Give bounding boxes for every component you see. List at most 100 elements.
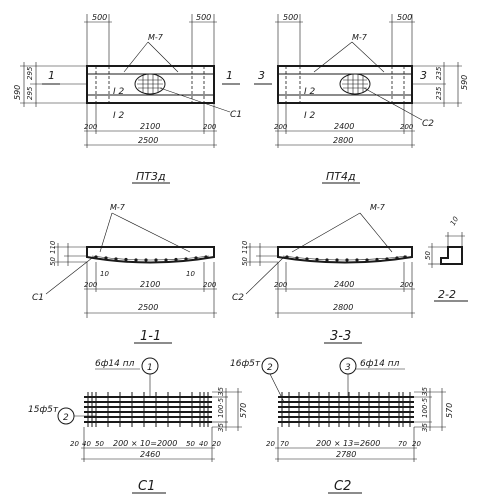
dim-seg-e: 40 (199, 440, 208, 448)
dim-bottom-part: 295 (26, 86, 34, 100)
plate-outline (277, 65, 413, 104)
cut-mark-bottom: I 2 (113, 111, 125, 121)
net-label: С2 (422, 119, 434, 129)
dim-left-top: 500 (283, 13, 298, 22)
view-title: ПТ4д (326, 170, 356, 183)
mesh-label: М-7 (148, 33, 164, 42)
bar-top-marker: 3 (345, 363, 351, 373)
mesh-label: М-7 (110, 203, 126, 212)
section-mark-left: 3 (258, 69, 265, 82)
dim-bottom-part: 235 (435, 86, 443, 100)
dim-right-c: 35 (421, 423, 429, 432)
dim-edge-left: 200 (274, 281, 288, 289)
section-3-3: М-7 110 50 С2 200 2400 200 2800 3-3 (232, 203, 415, 344)
dim-edge-left: 200 (274, 123, 288, 131)
dim-inner: 2100 (140, 280, 160, 289)
dim-right-a: 35 (421, 387, 429, 396)
net-label: С2 (232, 293, 244, 303)
view-title: 2-2 (438, 288, 456, 301)
dim-seg-a: 20 (70, 440, 79, 448)
bar-left-label: 15ф5т (28, 405, 59, 415)
dim-cover-right: 10 (186, 270, 195, 278)
net-label: С1 (230, 110, 242, 120)
bar-left-marker: 2 (63, 413, 69, 423)
cut-mark-top: I 2 (113, 87, 125, 97)
dim-right-b: 100·5 (217, 397, 225, 418)
net-c2: 16ф5т 2 3 6ф14 пл 35 100·5 35 570 20 70 … (230, 357, 454, 494)
dim-seg-c: 50 (95, 440, 104, 448)
dim-seg-d: 50 (186, 440, 195, 448)
dim-height: 590 (460, 75, 469, 90)
dim-edge-right: 200 (203, 281, 217, 289)
dim-seg-d: 20 (412, 440, 421, 448)
dim-total: 2800 (333, 303, 353, 312)
plate-outline (86, 65, 215, 104)
rebar-dots (94, 255, 208, 262)
dim-cover-left: 10 (100, 270, 109, 278)
dim-a: 50 (241, 257, 249, 266)
dim-right-a: 35 (217, 387, 225, 396)
longitudinal-bars (278, 396, 414, 423)
dim-total: 2500 (138, 303, 158, 312)
section-mark-left: 1 (48, 69, 55, 82)
section-mark-right: 3 (420, 69, 427, 82)
bar-top-label: 6ф14 пл (95, 359, 135, 369)
dim-edge-right: 200 (400, 281, 414, 289)
dim-edge-right: 200 (400, 123, 414, 131)
dim-inner: 2400 (334, 280, 354, 289)
mesh-cutout (339, 73, 371, 95)
mesh-hatch (137, 74, 163, 94)
dim-b: 110 (49, 240, 57, 254)
dim-right-c: 35 (217, 423, 225, 432)
dim-b: 110 (241, 240, 249, 254)
mesh-label: М-7 (370, 203, 386, 212)
net-label: С1 (32, 293, 44, 303)
dim-seg-a: 20 (266, 440, 275, 448)
net-c1: 6ф14 пл 1 15ф5т 2 35 100·5 35 570 20 40 … (28, 357, 248, 494)
rebar-dots (285, 255, 407, 262)
dim-side: 50 (424, 251, 432, 260)
section-1-1: М-7 110 50 10 10 С1 200 2100 200 2500 1-… (32, 203, 217, 344)
mesh-label: М-7 (352, 33, 368, 42)
cut-mark-bottom: I 2 (304, 111, 316, 121)
bar-top-marker: 1 (147, 363, 153, 373)
dim-right-total: 570 (445, 403, 454, 418)
dim-edge-left: 200 (84, 281, 98, 289)
plan-pt3d: 500 500 590 295 295 1 1 I 2 I 2 М-7 С1 2… (13, 13, 242, 184)
view-title: 1-1 (140, 329, 161, 344)
dim-a: 50 (49, 257, 57, 266)
section-2-2: 10 50 2-2 (424, 215, 468, 302)
view-title: 3-3 (330, 329, 351, 344)
dim-edge-right: 200 (203, 123, 217, 131)
plan-pt4d: 500 500 590 235 235 3 3 I 2 I 2 М-7 С2 2… (254, 13, 469, 184)
transverse-bars (87, 392, 209, 427)
longitudinal-bars (84, 396, 212, 423)
dim-seg-b: 70 (280, 440, 289, 448)
dim-total: 2800 (333, 136, 353, 145)
dim-pitch: 200 × 10=2000 (113, 439, 177, 448)
section-mark-right: 1 (226, 69, 233, 82)
dim-right-b: 100·5 (421, 397, 429, 418)
dim-total: 2460 (140, 450, 160, 459)
view-title: С1 (138, 479, 155, 494)
dim-left-top: 500 (92, 13, 107, 22)
dim-seg-c: 70 (398, 440, 407, 448)
mesh-cutout (134, 73, 166, 95)
dim-edge-left: 200 (84, 123, 98, 131)
dim-right-top: 500 (397, 13, 412, 22)
dim-top-part: 295 (26, 66, 34, 80)
transverse-bars (281, 392, 411, 427)
bar-left-label: 16ф5т (230, 359, 261, 369)
dim-seg-f: 20 (212, 440, 221, 448)
dim-height: 590 (13, 85, 22, 100)
dim-top-part: 235 (435, 66, 443, 80)
dim-top: 10 (449, 215, 461, 227)
cut-mark-top: I 2 (304, 87, 316, 97)
dim-inner: 2100 (140, 122, 160, 131)
bar-left-marker: 2 (267, 363, 273, 373)
dim-right-total: 570 (239, 403, 248, 418)
dim-inner: 2400 (334, 122, 354, 131)
dim-seg-b: 40 (82, 440, 91, 448)
mesh-hatch (342, 74, 368, 94)
view-title: С2 (334, 479, 351, 494)
